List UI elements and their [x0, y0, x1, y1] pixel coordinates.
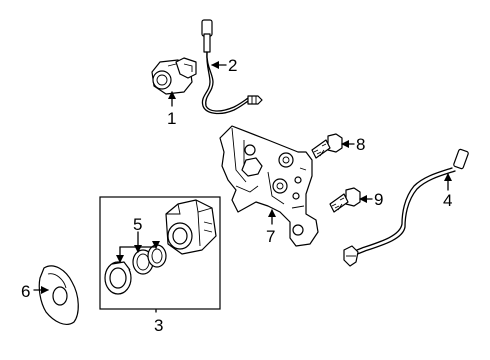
callout-1: 1	[167, 109, 176, 128]
callout-7: 7	[266, 227, 275, 246]
leader-lines	[33, 61, 452, 313]
part-1-sensor	[151, 57, 197, 95]
callout-2: 2	[228, 56, 237, 75]
part-7-bracket	[219, 125, 319, 247]
callout-4: 4	[443, 191, 452, 210]
callout-9: 9	[374, 190, 383, 209]
part-3-assembly-box	[99, 196, 221, 310]
part-8-bolt	[311, 133, 343, 159]
callout-5: 5	[133, 215, 142, 234]
callout-8: 8	[356, 135, 365, 154]
part-3-camera-module	[165, 199, 217, 255]
part-6-shield	[38, 265, 79, 325]
part-4-cable	[343, 148, 469, 267]
callout-3: 3	[154, 316, 163, 335]
part-2-cable-sensor	[201, 19, 263, 115]
callout-6: 6	[21, 282, 30, 301]
part-5-seals	[104, 244, 167, 295]
part-9-bolt	[329, 187, 361, 213]
